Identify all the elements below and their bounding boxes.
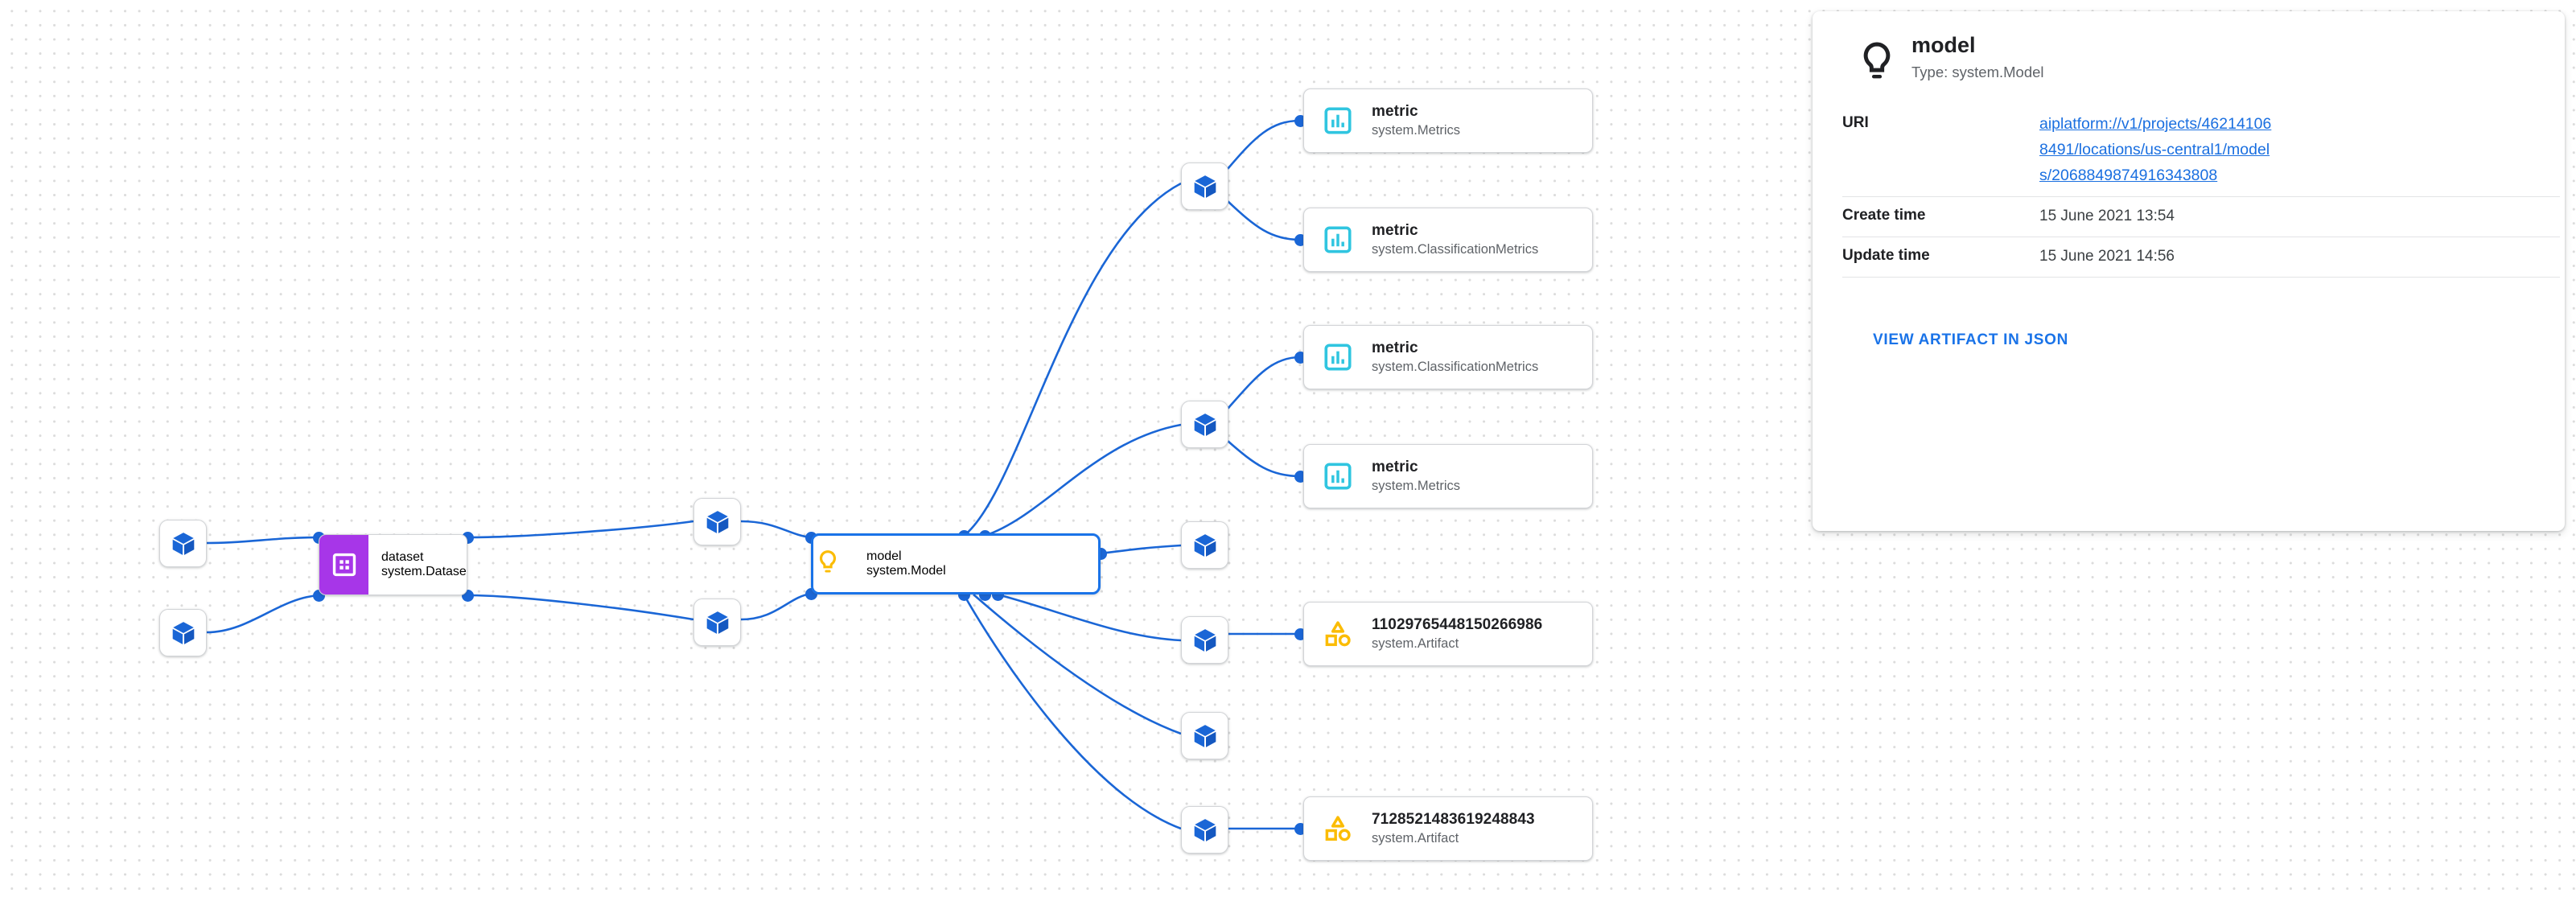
execution-node-exec-in-bottom[interactable] (159, 609, 207, 656)
edge-dataset-exec-mid-top (467, 520, 694, 539)
edge-model-exec-o1 (963, 182, 1182, 537)
property-value: 15 June 2021 14:56 (2039, 237, 2560, 278)
edge-exec-mid-top-model (740, 520, 812, 539)
node-subtitle: system.ClassificationMetrics (1372, 360, 1539, 374)
execution-node-exec-in-top[interactable] (159, 520, 207, 567)
cube-icon (704, 609, 731, 636)
artifact-node-metric-2[interactable]: metric system.ClassificationMetrics (1303, 208, 1593, 272)
lightbulb-icon (813, 548, 865, 581)
cube-icon (170, 619, 197, 647)
node-subtitle: system.Model (866, 564, 946, 578)
edge-exec-o1-metric-1 (1227, 119, 1301, 170)
panel-header-text: model Type: system.Model (1911, 32, 2044, 82)
metric-bars-icon (1304, 89, 1372, 152)
page-title: model (1911, 33, 1976, 57)
artifact-properties-table: URI aiplatform://v1/projects/46214106849… (1842, 109, 2560, 278)
table-row: Update time 15 June 2021 14:56 (1842, 237, 2560, 278)
property-key: Create time (1842, 196, 2039, 237)
edge-exec-in-top-dataset (206, 536, 319, 545)
edge-exec-o1-metric-2 (1227, 200, 1301, 241)
metric-bars-icon (1304, 208, 1372, 271)
view-artifact-in-json-button[interactable]: VIEW ARTIFACT IN JSON (1873, 331, 2069, 348)
node-subtitle: system.Dataset (381, 565, 467, 578)
node-title: metric (1372, 222, 1418, 239)
artifact-node-artifact-1[interactable]: 11029765448150266986 system.Artifact (1303, 602, 1593, 666)
edge-model-exec-o6 (962, 594, 1182, 830)
property-value: 15 June 2021 13:54 (2039, 196, 2560, 237)
execution-node-exec-o4[interactable] (1181, 616, 1228, 664)
edge-model-exec-o5 (973, 594, 1182, 735)
artifact-node-model[interactable]: model system.Model (811, 533, 1101, 594)
table-row: Create time 15 June 2021 13:54 (1842, 196, 2560, 237)
cube-icon (170, 530, 197, 557)
execution-node-exec-o1[interactable] (1181, 163, 1228, 210)
panel-header: model Type: system.Model (1813, 11, 2565, 85)
edge-exec-o2-metric-4 (1227, 440, 1301, 478)
node-title: 7128521483619248843 (1372, 811, 1535, 828)
node-title: 11029765448150266986 (1372, 616, 1543, 633)
edge-dataset-exec-mid-bottom (467, 594, 694, 621)
cube-icon (1191, 532, 1219, 559)
edge-exec-o2-metric-3 (1227, 356, 1301, 409)
cube-icon (1191, 722, 1219, 750)
edge-exec-mid-bottom-model (740, 592, 812, 621)
edge-model-exec-o4 (997, 593, 1182, 642)
panel-type-label: Type: system.Model (1911, 64, 2044, 80)
artifact-node-dataset[interactable]: dataset system.Dataset (319, 534, 467, 595)
artifact-node-metric-4[interactable]: metric system.Metrics (1303, 444, 1593, 508)
execution-node-exec-o2[interactable] (1181, 401, 1228, 448)
node-title: metric (1372, 459, 1418, 475)
edge-model-exec-o2 (984, 423, 1182, 537)
metric-bars-icon (1304, 326, 1372, 389)
node-title: model (866, 549, 902, 563)
cube-icon (1191, 173, 1219, 200)
cube-icon (1191, 411, 1219, 438)
edge-model-exec-o3 (1100, 544, 1182, 555)
cube-icon (1191, 627, 1219, 654)
execution-node-exec-o3[interactable] (1181, 521, 1228, 569)
node-subtitle: system.Metrics (1372, 479, 1461, 493)
metric-bars-icon (1304, 445, 1372, 508)
artifact-node-metric-3[interactable]: metric system.ClassificationMetrics (1303, 325, 1593, 389)
artifact-shapes-icon (1304, 603, 1372, 665)
execution-node-exec-mid-top[interactable] (693, 498, 741, 545)
node-title: metric (1372, 339, 1418, 356)
artifact-node-artifact-2[interactable]: 7128521483619248843 system.Artifact (1303, 796, 1593, 861)
property-key: URI (1842, 109, 2039, 197)
node-subtitle: system.Artifact (1372, 636, 1459, 651)
node-subtitle: system.Artifact (1372, 831, 1459, 845)
node-title: metric (1372, 103, 1418, 120)
uri-link[interactable]: aiplatform://v1/projects/462141068491/lo… (2039, 115, 2272, 184)
edge-exec-in-bottom-dataset (206, 594, 319, 634)
artifact-shapes-icon (1304, 797, 1372, 860)
lightbulb-icon (1842, 32, 1911, 85)
artifact-details-panel: model Type: system.Model URI aiplatform:… (1813, 11, 2565, 531)
node-subtitle: system.ClassificationMetrics (1372, 242, 1539, 257)
execution-node-exec-o6[interactable] (1181, 806, 1228, 854)
artifact-node-metric-1[interactable]: metric system.Metrics (1303, 88, 1593, 153)
cube-icon (704, 508, 731, 536)
property-value: aiplatform://v1/projects/462141068491/lo… (2039, 109, 2560, 197)
execution-node-exec-o5[interactable] (1181, 712, 1228, 759)
execution-node-exec-mid-bottom[interactable] (693, 599, 741, 646)
table-row: URI aiplatform://v1/projects/46214106849… (1842, 109, 2560, 197)
cube-icon (1191, 817, 1219, 844)
node-title: dataset (381, 550, 424, 564)
property-key: Update time (1842, 237, 2039, 278)
dataset-grid-icon (319, 535, 368, 594)
node-subtitle: system.Metrics (1372, 123, 1461, 138)
